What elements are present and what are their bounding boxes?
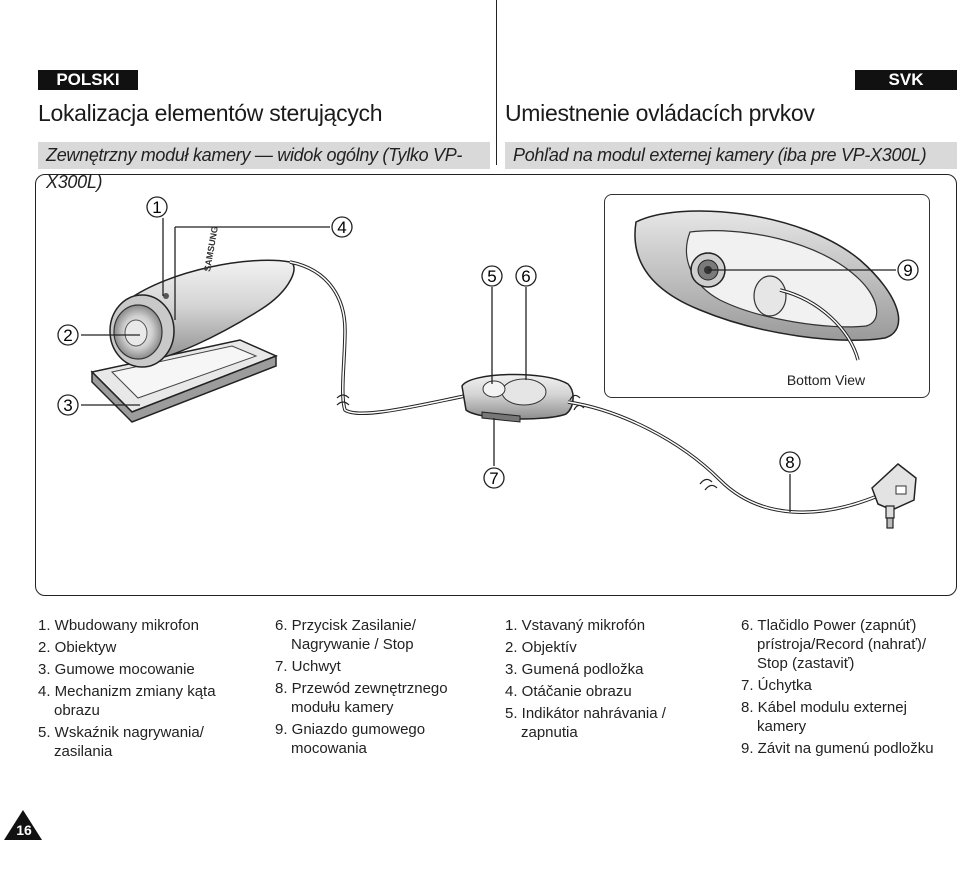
leader-lines: [81, 218, 896, 512]
callout-5-label: 5: [487, 267, 496, 286]
language-badge-polski: POLSKI: [38, 70, 138, 90]
center-divider: [496, 0, 497, 165]
list-item: 6. Przycisk Zasilanie/ Nagrywanie / Stop: [275, 617, 416, 653]
jack-plug: [871, 463, 917, 529]
list-item: 9. Gniazdo gumowego mocowania: [275, 721, 426, 757]
list-item: 8. Przewód zewnętrznego modułu kamery: [275, 680, 448, 716]
callout-1: [146, 196, 168, 218]
list-item: 1. Vstavaný mikrofón: [505, 617, 646, 634]
bottom-view-illustration: [634, 210, 900, 361]
list-item: 1. Wbudowany mikrofon: [38, 617, 199, 634]
list-item: 5. Wskaźnik nagrywania/ zasilania: [38, 724, 204, 760]
page-number: 16: [16, 822, 32, 838]
power-record-switch: [461, 373, 574, 423]
callout-9: [897, 259, 919, 281]
list-item: 8. Kábel modulu externej kamery: [741, 699, 907, 735]
legend-list-polski-1: 1. Wbudowany mikrofon 2. Obiektyw 3. Gum…: [38, 616, 248, 764]
legend-list-svk-1: 1. Vstavaný mikrofón 2. Objektív 3. Gume…: [505, 616, 715, 745]
rubber-mount: [90, 339, 278, 423]
list-item: 9. Závit na gumenú podložku: [741, 740, 934, 757]
callout-3: [57, 394, 79, 416]
legend-list-svk-2: 6. Tlačidlo Power (zapnúť) prístroja/Rec…: [741, 616, 956, 761]
page-number-badge: 16: [4, 810, 42, 840]
diagram-frame: [35, 174, 957, 596]
list-item: 4. Otáčanie obrazu: [505, 683, 632, 700]
callout-8: [779, 451, 801, 473]
callout-9-label: 9: [903, 261, 912, 280]
camera-body: [109, 259, 295, 368]
page-title-svk: Umiestnenie ovládacích prvkov: [505, 100, 815, 126]
list-item: 3. Gumowe mocowanie: [38, 661, 195, 678]
callout-8-label: 8: [785, 453, 794, 472]
list-item: 7. Úchytka: [741, 677, 812, 694]
callout-7: [483, 467, 505, 489]
list-item: 6. Tlačidlo Power (zapnúť) prístroja/Rec…: [741, 617, 927, 672]
list-item: 5. Indikátor nahrávania / zapnutia: [505, 705, 666, 741]
callout-2: [57, 324, 79, 346]
callout-1-label: 1: [152, 198, 161, 217]
callout-2-label: 2: [63, 326, 72, 345]
bottom-view-label: Bottom View: [787, 372, 866, 388]
page-title-polski: Lokalizacja elementów sterujących: [38, 100, 383, 126]
callout-4: [331, 216, 353, 238]
language-badge-svk: SVK: [855, 70, 957, 90]
callout-6: [515, 265, 537, 287]
list-item: 7. Uchwyt: [275, 658, 341, 675]
list-item: 2. Obiektyw: [38, 639, 117, 656]
callouts: 1 4 5 6 2 3 9 7 8: [57, 196, 919, 489]
legend-list-polski-2: 6. Przycisk Zasilanie/ Nagrywanie / Stop…: [275, 616, 485, 761]
list-item: 4. Mechanizm zmiany kąta obrazu: [38, 683, 216, 719]
callout-4-label: 4: [337, 218, 346, 237]
callout-7-label: 7: [489, 469, 498, 488]
list-item: 3. Gumená podložka: [505, 661, 644, 678]
callout-6-label: 6: [521, 267, 530, 286]
callout-5: [481, 265, 503, 287]
subtitle-svk: Pohľad na modul externej kamery (iba pre…: [505, 142, 957, 169]
bottom-view-inset: [604, 194, 930, 398]
subtitle-polski: Zewnętrzny moduł kamery — widok ogólny (…: [38, 142, 490, 192]
callout-3-label: 3: [63, 396, 72, 415]
list-item: 2. Objektív: [505, 639, 577, 656]
